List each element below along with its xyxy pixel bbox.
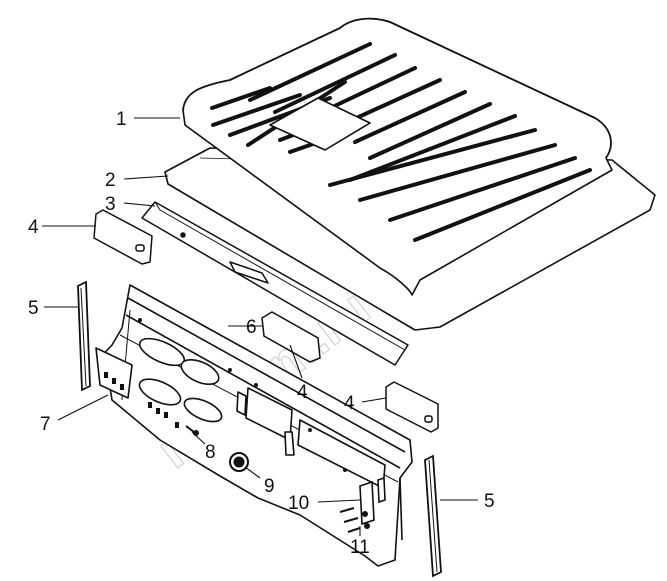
- callout-6: 6: [246, 317, 257, 338]
- pad-part-4-center: [261, 311, 321, 363]
- channel-strip-part-3: [141, 201, 409, 366]
- callout-1: 1: [116, 109, 127, 130]
- fasteners-part-11: [339, 507, 370, 533]
- callout-2: 2: [105, 170, 116, 191]
- leader-lines: [42, 117, 478, 536]
- callout-10: 10: [288, 493, 309, 514]
- callout-8: 8: [205, 442, 216, 463]
- callout-4-right: 4: [344, 393, 355, 414]
- callout-5-left: 5: [28, 298, 39, 319]
- callout-5-right: 5: [484, 491, 495, 512]
- pad-part-4-right: [385, 381, 439, 433]
- callout-11: 11: [350, 537, 370, 558]
- pad-part-4-left: [93, 209, 153, 265]
- front-panel-part-6: [95, 284, 413, 567]
- callout-labels: 1 2 3 4 4 4 5 5 6 7 8 9 10 11: [28, 109, 495, 558]
- roof-skin-part-1: [182, 17, 613, 296]
- callout-3: 3: [105, 194, 116, 215]
- seal-strip-part-5-right: [424, 454, 442, 578]
- callout-7: 7: [40, 414, 51, 435]
- callout-9: 9: [264, 476, 275, 497]
- callout-4-left: 4: [28, 217, 39, 238]
- callout-4-center: 4: [297, 382, 308, 403]
- grommet-part-9: [229, 452, 249, 472]
- seal-strip-part-5-left: [77, 280, 91, 392]
